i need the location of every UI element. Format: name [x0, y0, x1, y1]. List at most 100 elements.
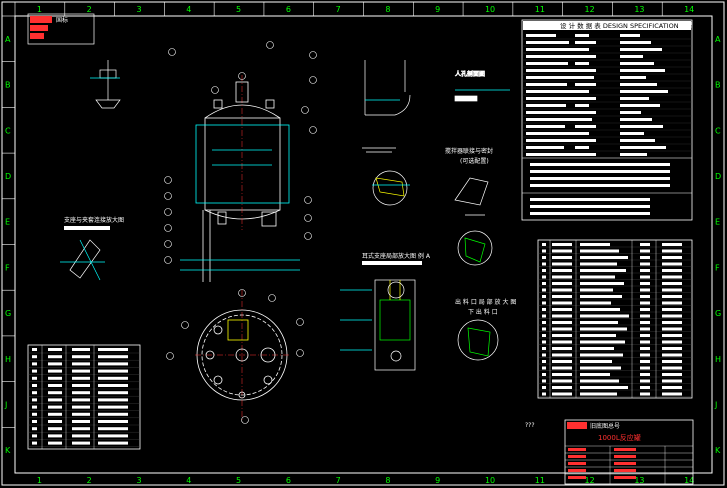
ruler-top-label: 10 — [485, 5, 495, 14]
parts-row-mat — [662, 347, 682, 350]
spec-note-row — [530, 177, 670, 180]
vessel-balloons — [164, 41, 317, 264]
parts-row-no — [542, 334, 546, 337]
nozzle-row-std — [72, 420, 90, 423]
nozzle-table-rows — [28, 345, 140, 449]
ruler-left-label: G — [5, 309, 11, 318]
topright-note: 可视 — [680, 21, 692, 29]
nozzle-row-size — [48, 362, 62, 366]
nozzle-row-mark — [32, 405, 37, 409]
parts-row-mat — [662, 392, 682, 396]
spec-row-text2 — [620, 76, 646, 79]
ruler-bottom-label: 1 — [37, 476, 42, 485]
ruler-bottom-label: 4 — [186, 476, 191, 485]
ruler-right-label: G — [715, 309, 721, 318]
parts-row-name — [580, 366, 621, 370]
parts-row-code — [552, 353, 572, 357]
nozzle-row-mark — [32, 348, 37, 351]
spec-row-value — [575, 76, 589, 79]
parts-row-name — [580, 262, 617, 266]
nozzle-row-size — [48, 391, 62, 395]
parts-row-mat — [662, 295, 682, 298]
spec-row-text2 — [620, 146, 666, 149]
parts-row-code — [552, 282, 572, 285]
nozzle-table — [27, 344, 141, 450]
spec-row-text2 — [620, 132, 644, 135]
ruler-right-label: J — [714, 400, 717, 409]
parts-row-qty — [640, 321, 650, 324]
spec-row-text — [526, 55, 595, 58]
spec-row-text — [526, 41, 569, 44]
outlet-sub: 下 出 料 口 — [468, 308, 498, 316]
parts-row-name — [580, 295, 622, 298]
spec-row-value — [575, 139, 596, 142]
nozzle-row-use — [98, 391, 128, 395]
parts-row-no — [542, 314, 546, 318]
spec-row-text2 — [620, 90, 668, 93]
spec-row-text — [526, 90, 580, 93]
part-balloon — [309, 76, 317, 84]
parts-row-mat — [662, 379, 682, 383]
ruler-bottom-label: 3 — [136, 476, 141, 485]
nozzle-row-mark — [32, 412, 37, 416]
parts-row-mat — [662, 386, 682, 389]
spec-row-text2 — [620, 139, 655, 142]
parts-row-qty — [640, 282, 650, 285]
spec-row-text — [526, 48, 582, 51]
parts-row-code — [552, 308, 572, 311]
nozzle-row-use — [98, 384, 128, 387]
nozzle-row-std — [72, 355, 90, 359]
parts-row-qty — [640, 340, 650, 344]
manhole-section: 人孔剖面图 — [362, 60, 510, 153]
title-block-name: 1000L反应罐 — [598, 433, 641, 442]
parts-row-mat — [662, 282, 682, 285]
outlet-detail: 出 料 口 局 部 放 大 图 下 出 料 口 — [455, 298, 516, 361]
parts-row-qty — [640, 379, 650, 383]
parts-row-name — [580, 321, 618, 324]
plan-balloons — [166, 289, 304, 424]
parts-row-no — [542, 379, 546, 383]
parts-row-no — [542, 269, 546, 272]
parts-row-code — [552, 373, 572, 376]
nozzle-row-use — [98, 420, 128, 423]
spec-row-value — [575, 97, 596, 100]
part-balloon — [268, 294, 276, 302]
spec-row-text2 — [620, 111, 641, 114]
lug-detail: 耳式支座局部放大图 例 A — [340, 252, 431, 371]
parts-row-no — [542, 262, 546, 266]
part-balloon — [309, 51, 317, 59]
nozzle-row-mark — [32, 420, 37, 423]
parts-row-mat — [662, 249, 682, 253]
ruler-top-label: 6 — [286, 5, 291, 14]
parts-row-name — [580, 379, 619, 383]
parts-row-code — [552, 256, 572, 259]
ruler-top-label: 13 — [634, 5, 644, 14]
parts-row-name — [580, 340, 625, 344]
parts-row-code — [552, 386, 572, 389]
spec-row-value — [575, 55, 596, 58]
parts-row-qty — [640, 243, 650, 246]
nozzle-row-use — [98, 434, 128, 438]
parts-row-mat — [662, 256, 682, 259]
parts-row-mat — [662, 243, 682, 246]
parts-row-mat — [662, 340, 682, 344]
title-row-label — [568, 476, 586, 479]
nozzle-row-mark — [32, 376, 37, 380]
nozzle-row-size — [48, 398, 62, 402]
parts-row-no — [542, 243, 546, 246]
spec-row-value — [575, 69, 596, 72]
nozzle-row-size — [48, 434, 62, 438]
parts-row-no — [542, 340, 546, 344]
parts-row-name — [580, 249, 619, 253]
nozzle-row-use — [98, 348, 128, 351]
ruler-bottom-label: 5 — [236, 476, 241, 485]
ruler-right-label: C — [715, 126, 721, 135]
ruler-left-label: E — [5, 218, 10, 227]
parts-row-no — [542, 288, 546, 292]
parts-row-qty — [640, 249, 650, 253]
title-row-value — [614, 455, 636, 458]
spec-row-text2 — [620, 34, 640, 37]
